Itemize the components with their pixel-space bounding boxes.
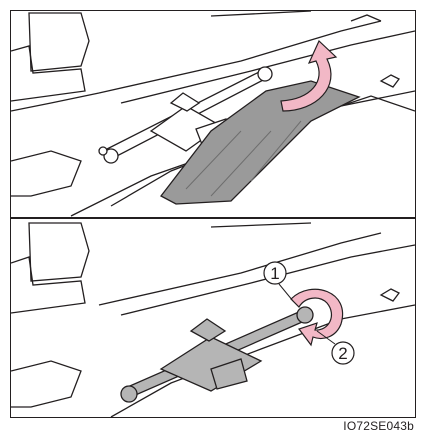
jack-saddle [191, 319, 225, 341]
jack-crank-eye [99, 147, 107, 155]
step-1-label: 1 [270, 264, 279, 283]
jack-end-left [121, 386, 137, 402]
compartment-rim-lower [111, 305, 415, 417]
floor-trim-left [11, 46, 85, 101]
step-marker-1: 1 [264, 262, 293, 301]
clip-right [381, 289, 399, 301]
hinge-top-right [351, 15, 381, 21]
seat-panel-left [29, 223, 89, 281]
illustration-frame: 1 2 [10, 10, 416, 418]
seat-panel-left [29, 13, 89, 71]
figure-code: IO72SE043b [343, 419, 414, 433]
loosen-jack-illustration: 1 2 [11, 219, 415, 417]
upper-edge-line [211, 223, 311, 227]
panel-remove-bag [11, 11, 415, 217]
step-2-label: 2 [338, 344, 347, 363]
jack-bottom [121, 307, 313, 402]
side-bracket-left [11, 151, 81, 196]
remove-bag-illustration [11, 11, 415, 217]
panel-loosen-jack: 1 2 [11, 219, 415, 417]
side-bracket-left [11, 361, 81, 407]
clip-right [381, 75, 399, 87]
jack-end-right [258, 67, 272, 81]
upper-edge-line [211, 11, 311, 16]
jack-end-right [297, 307, 313, 323]
floor-trim-left [11, 257, 85, 313]
compartment-rim-upper [99, 233, 381, 305]
